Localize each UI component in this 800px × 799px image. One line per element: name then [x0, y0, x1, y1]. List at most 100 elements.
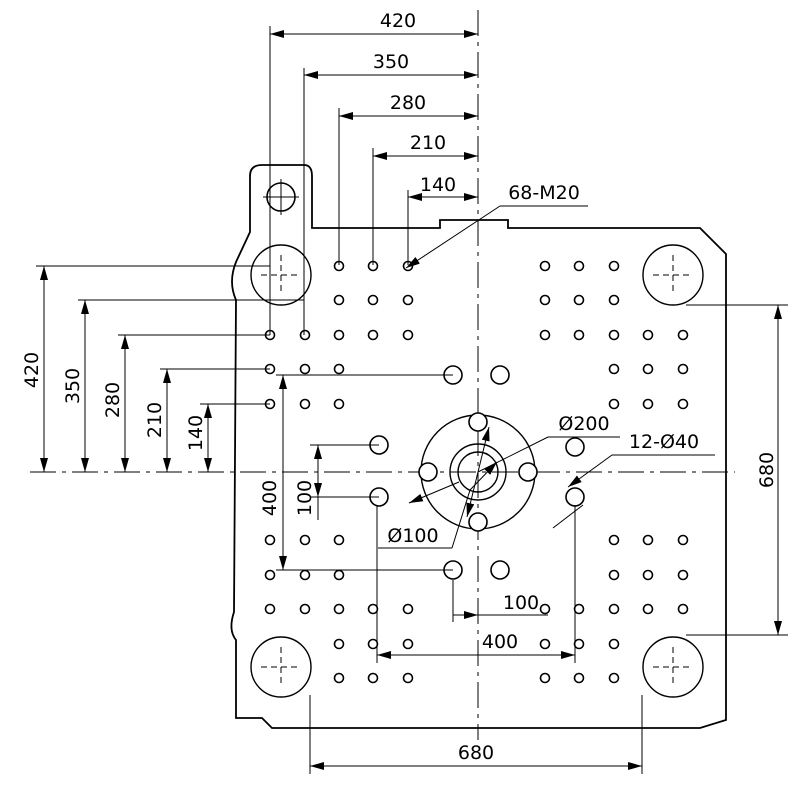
tapped-hole	[573, 294, 585, 306]
tapped-hole	[299, 534, 311, 546]
tie-bar-bore	[250, 636, 312, 698]
tapped-hole	[608, 398, 620, 410]
callout-phi200: Ø200	[466, 413, 620, 518]
tapped-hole	[539, 260, 551, 272]
dim-center-100: 100	[503, 592, 539, 614]
tie-bar-bore	[642, 244, 704, 306]
dim-left-350: 350	[62, 368, 84, 404]
tapped-hole	[367, 672, 379, 684]
tapped-hole	[677, 363, 689, 375]
tapped-hole	[333, 638, 345, 650]
tapped-hole	[642, 363, 654, 375]
tapped-hole	[608, 534, 620, 546]
dim-400-vertical: 400	[259, 374, 453, 571]
callout-68-m20: 68-M20	[405, 182, 588, 269]
callout-12-phi40: 12-Ø40	[552, 431, 715, 529]
dim-center-400: 400	[482, 631, 518, 653]
tapped-hole	[402, 603, 414, 615]
platen-outline	[230, 164, 727, 729]
tapped-hole	[608, 569, 620, 581]
tapped-hole	[642, 603, 654, 615]
tapped-hole	[608, 260, 620, 272]
tapped-hole	[333, 294, 345, 306]
clamp-slot	[565, 437, 585, 457]
tapped-hole	[608, 672, 620, 684]
dim-top-350: 350	[373, 51, 409, 73]
top-dimensions: 420 350 280 210 140	[269, 10, 478, 335]
tapped-hole	[608, 294, 620, 306]
dim-100-horizontal: 100	[452, 580, 548, 622]
tapped-hole	[539, 294, 551, 306]
tapped-hole	[573, 638, 585, 650]
tapped-hole	[402, 672, 414, 684]
tapped-hole	[333, 603, 345, 615]
tapped-hole	[264, 603, 276, 615]
tapped-hole-pattern	[264, 260, 689, 684]
label-phi100: Ø100	[387, 525, 438, 547]
tapped-hole	[539, 638, 551, 650]
tie-bar-bore	[642, 636, 704, 698]
tapped-hole	[539, 672, 551, 684]
tapped-hole	[333, 363, 345, 375]
tapped-hole	[539, 329, 551, 341]
tapped-hole	[333, 569, 345, 581]
tapped-hole	[642, 398, 654, 410]
tapped-hole	[573, 672, 585, 684]
tapped-hole	[608, 329, 620, 341]
dim-left-280: 280	[102, 382, 124, 418]
central-flange	[418, 412, 538, 532]
tapped-hole	[539, 603, 551, 615]
clamp-slots	[369, 365, 585, 580]
callout-phi100: Ø100	[378, 461, 498, 549]
tapped-hole	[299, 329, 311, 341]
dim-680-bottom: 680	[309, 695, 643, 774]
tie-bar-bore	[250, 244, 312, 306]
tapped-hole	[677, 603, 689, 615]
dim-left-100: 100	[294, 480, 316, 516]
dim-100-vertical: 100	[294, 444, 379, 520]
dim-left-140: 140	[185, 415, 207, 451]
dim-top-140: 140	[420, 174, 456, 196]
tapped-hole	[299, 569, 311, 581]
clamp-slot	[565, 487, 585, 507]
label-68-m20: 68-M20	[508, 182, 580, 204]
tapped-hole	[299, 603, 311, 615]
tapped-hole	[608, 363, 620, 375]
tapped-hole	[677, 569, 689, 581]
tapped-hole	[608, 603, 620, 615]
tapped-hole	[642, 329, 654, 341]
tapped-hole	[573, 603, 585, 615]
left-dimensions: 420 350 280 210 140	[21, 265, 304, 472]
clamp-slot	[490, 365, 510, 385]
label-12-phi40: 12-Ø40	[629, 431, 699, 453]
dim-top-210: 210	[410, 132, 446, 154]
tapped-hole	[299, 363, 311, 375]
tapped-hole	[299, 398, 311, 410]
tapped-hole	[677, 329, 689, 341]
tapped-hole	[642, 534, 654, 546]
tapped-hole	[677, 398, 689, 410]
dim-left-400: 400	[259, 480, 281, 516]
label-phi200: Ø200	[558, 413, 609, 435]
tapped-hole	[333, 329, 345, 341]
tapped-hole	[264, 569, 276, 581]
tapped-hole	[264, 534, 276, 546]
tapped-hole	[402, 638, 414, 650]
dim-bottom-680: 680	[458, 742, 494, 764]
tapped-hole	[333, 534, 345, 546]
dim-680-right: 680	[686, 304, 788, 636]
tapped-hole	[333, 672, 345, 684]
tapped-hole	[608, 638, 620, 650]
tapped-hole	[402, 329, 414, 341]
dim-left-210: 210	[144, 402, 166, 438]
dim-400-horizontal: 400	[376, 505, 576, 663]
tapped-hole	[573, 260, 585, 272]
dim-top-280: 280	[390, 92, 426, 114]
tapped-hole	[573, 329, 585, 341]
tapped-hole	[677, 534, 689, 546]
tapped-hole	[367, 294, 379, 306]
dim-top-420: 420	[380, 10, 416, 32]
tapped-hole	[367, 638, 379, 650]
tapped-hole	[642, 569, 654, 581]
